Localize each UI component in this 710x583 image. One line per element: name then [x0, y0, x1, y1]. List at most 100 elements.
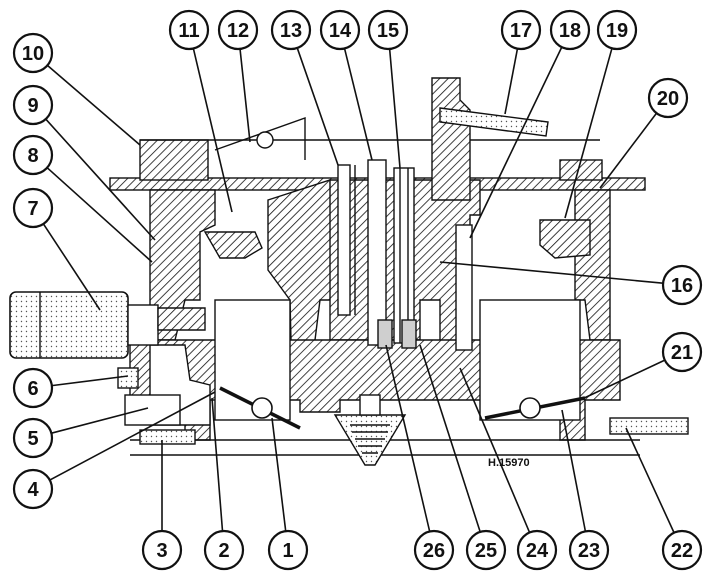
callout-5: 5: [12, 417, 54, 459]
carburetor-body: [9, 77, 689, 466]
callout-circle-26: [413, 529, 455, 571]
callout-circle-4: [12, 468, 54, 510]
right-upright-tower: [431, 77, 471, 201]
callout-2: 2: [203, 529, 245, 571]
callout-circle-10: [12, 32, 54, 74]
callout-label-11: 11: [178, 20, 199, 42]
callout-circle-20: [647, 77, 689, 119]
callout-leader-17: [504, 48, 519, 115]
callout-label-26: 26: [423, 540, 445, 562]
callout-4: 4: [12, 468, 54, 510]
callout-circle-15: [367, 9, 409, 51]
secondary-venturi: [539, 219, 591, 259]
callout-leader-6: [51, 375, 129, 387]
callout-label-6: 6: [27, 378, 38, 400]
callout-label-8: 8: [27, 145, 38, 167]
callout-circle-6: [12, 367, 54, 409]
callout-leader-13: [296, 47, 339, 166]
callout-label-4: 4: [27, 479, 39, 501]
callout-circle-14: [319, 9, 361, 51]
needle-spring: [350, 424, 390, 454]
callout-circle-24: [516, 529, 558, 571]
callout-11: 11: [168, 9, 210, 51]
emulsion-bar: [439, 107, 549, 137]
callout-label-16: 16: [671, 275, 693, 297]
callout-label-15: 15: [377, 20, 399, 42]
callout-leader-8: [46, 167, 153, 263]
callout-label-12: 12: [227, 20, 249, 42]
reference-code: H.15970: [488, 457, 530, 469]
callout-8: 8: [12, 134, 54, 176]
callout-leader-9: [45, 118, 156, 241]
callout-label-7: 7: [27, 198, 38, 220]
solenoid-mount: [157, 307, 206, 331]
callout-circle-25: [465, 529, 507, 571]
callout-label-10: 10: [22, 43, 44, 65]
callout-14: 14: [319, 9, 361, 51]
callout-label-21: 21: [671, 342, 693, 364]
secondary-throttle-shaft: [519, 397, 541, 419]
fuel-inlet-pipe: [609, 417, 689, 435]
callout-20: 20: [647, 77, 689, 119]
callout-leader-23: [561, 409, 587, 532]
callout-circle-3: [141, 529, 183, 571]
cutoff-solenoid: [9, 291, 129, 359]
callout-leader-20: [599, 112, 658, 189]
callout-circle-12: [217, 9, 259, 51]
callout-label-5: 5: [27, 428, 38, 450]
callout-18: 18: [549, 9, 591, 51]
callout-leader-18: [469, 46, 563, 239]
callout-1: 1: [267, 529, 309, 571]
callout-circle-16: [661, 264, 703, 306]
primary-throttle-shaft: [251, 397, 273, 419]
callout-15: 15: [367, 9, 409, 51]
idle-screw: [139, 429, 196, 445]
callout-22: 22: [661, 529, 703, 571]
callout-label-23: 23: [578, 540, 600, 562]
callout-leader-10: [46, 64, 141, 146]
jet-tube-a: [337, 164, 351, 316]
jet-head-b: [401, 319, 417, 349]
callout-leader-4: [49, 391, 216, 481]
callout-circle-5: [12, 417, 54, 459]
pump-cover: [124, 394, 181, 426]
callout-circle-19: [596, 9, 638, 51]
callout-label-9: 9: [27, 95, 38, 117]
callout-circle-7: [12, 187, 54, 229]
callout-13: 13: [270, 9, 312, 51]
callout-circle-13: [270, 9, 312, 51]
callout-23: 23: [568, 529, 610, 571]
callout-label-2: 2: [218, 540, 229, 562]
callout-12: 12: [217, 9, 259, 51]
callout-19: 19: [596, 9, 638, 51]
primary-bore: [214, 299, 291, 421]
callout-circle-18: [549, 9, 591, 51]
drawing-reference: H.15970: [488, 457, 530, 469]
callout-circle-11: [168, 9, 210, 51]
callout-leader-12: [239, 48, 251, 143]
callout-leader-21: [579, 359, 666, 401]
callout-25: 25: [465, 529, 507, 571]
callout-circle-22: [661, 529, 703, 571]
callout-label-18: 18: [559, 20, 581, 42]
choke-pivot: [256, 131, 274, 149]
callout-leader-5: [51, 407, 149, 434]
callout-3: 3: [141, 529, 183, 571]
callout-10: 10: [12, 32, 54, 74]
choke-link-rod: [214, 117, 306, 160]
callout-leader-7: [42, 223, 101, 311]
callout-circle-1: [267, 529, 309, 571]
callout-label-17: 17: [510, 20, 532, 42]
primary-venturi: [203, 231, 263, 259]
jet-tube-d: [455, 224, 473, 351]
callout-24: 24: [516, 529, 558, 571]
callout-leader-2: [211, 397, 224, 532]
callout-leader-22: [625, 427, 675, 534]
callout-leader-1: [271, 417, 287, 532]
callout-circle-8: [12, 134, 54, 176]
callout-label-20: 20: [657, 88, 679, 110]
callout-label-25: 25: [475, 540, 497, 562]
needle-valve-cap: [359, 394, 381, 416]
jet-head-a: [377, 319, 393, 349]
